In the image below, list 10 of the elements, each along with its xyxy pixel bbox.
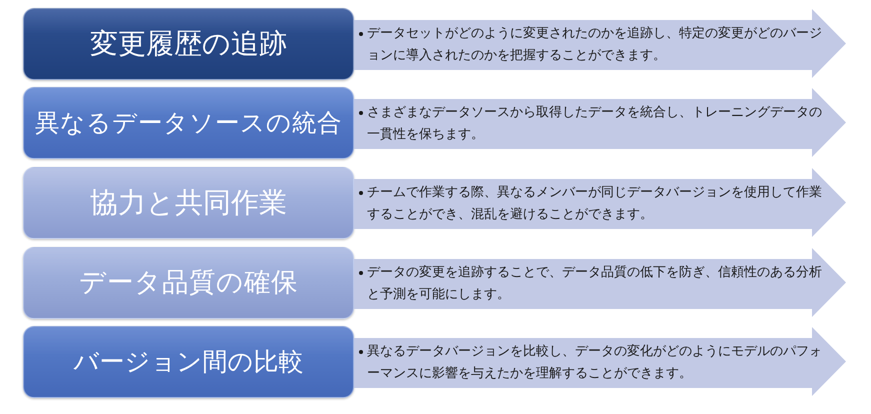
topic-box: バージョン間の比較	[23, 326, 354, 398]
topic-box: データ品質の確保	[23, 247, 354, 319]
description-text: チームで作業する際、異なるメンバーが同じデータバージョンを使用して作業することができ、混乱を避けることができます。	[367, 184, 823, 224]
description-text: データセットがどのように変更されたのかを追跡し、特定の変更がどのバージョンに導入されたのかを把握することができます。	[367, 25, 823, 65]
topic-box: 異なるデータソースの統合	[23, 87, 354, 159]
description-text: さまざまなデータソースから取得したデータを統合し、トレーニングデータの一貫性を保ちます。	[367, 104, 823, 144]
topic-box: 変更履歴の追跡	[23, 8, 354, 80]
description-text: 異なるデータバージョンを比較し、データの変化がどのようにモデルのパフォーマンスに影響を与えたかを理解することができます。	[367, 343, 823, 383]
topic-box: 協力と共同作業	[23, 167, 354, 239]
description-text: データの変更を追跡することで、データ品質の低下を防ぎ、信頼性のある分析と予測を可能にします。	[367, 264, 823, 304]
